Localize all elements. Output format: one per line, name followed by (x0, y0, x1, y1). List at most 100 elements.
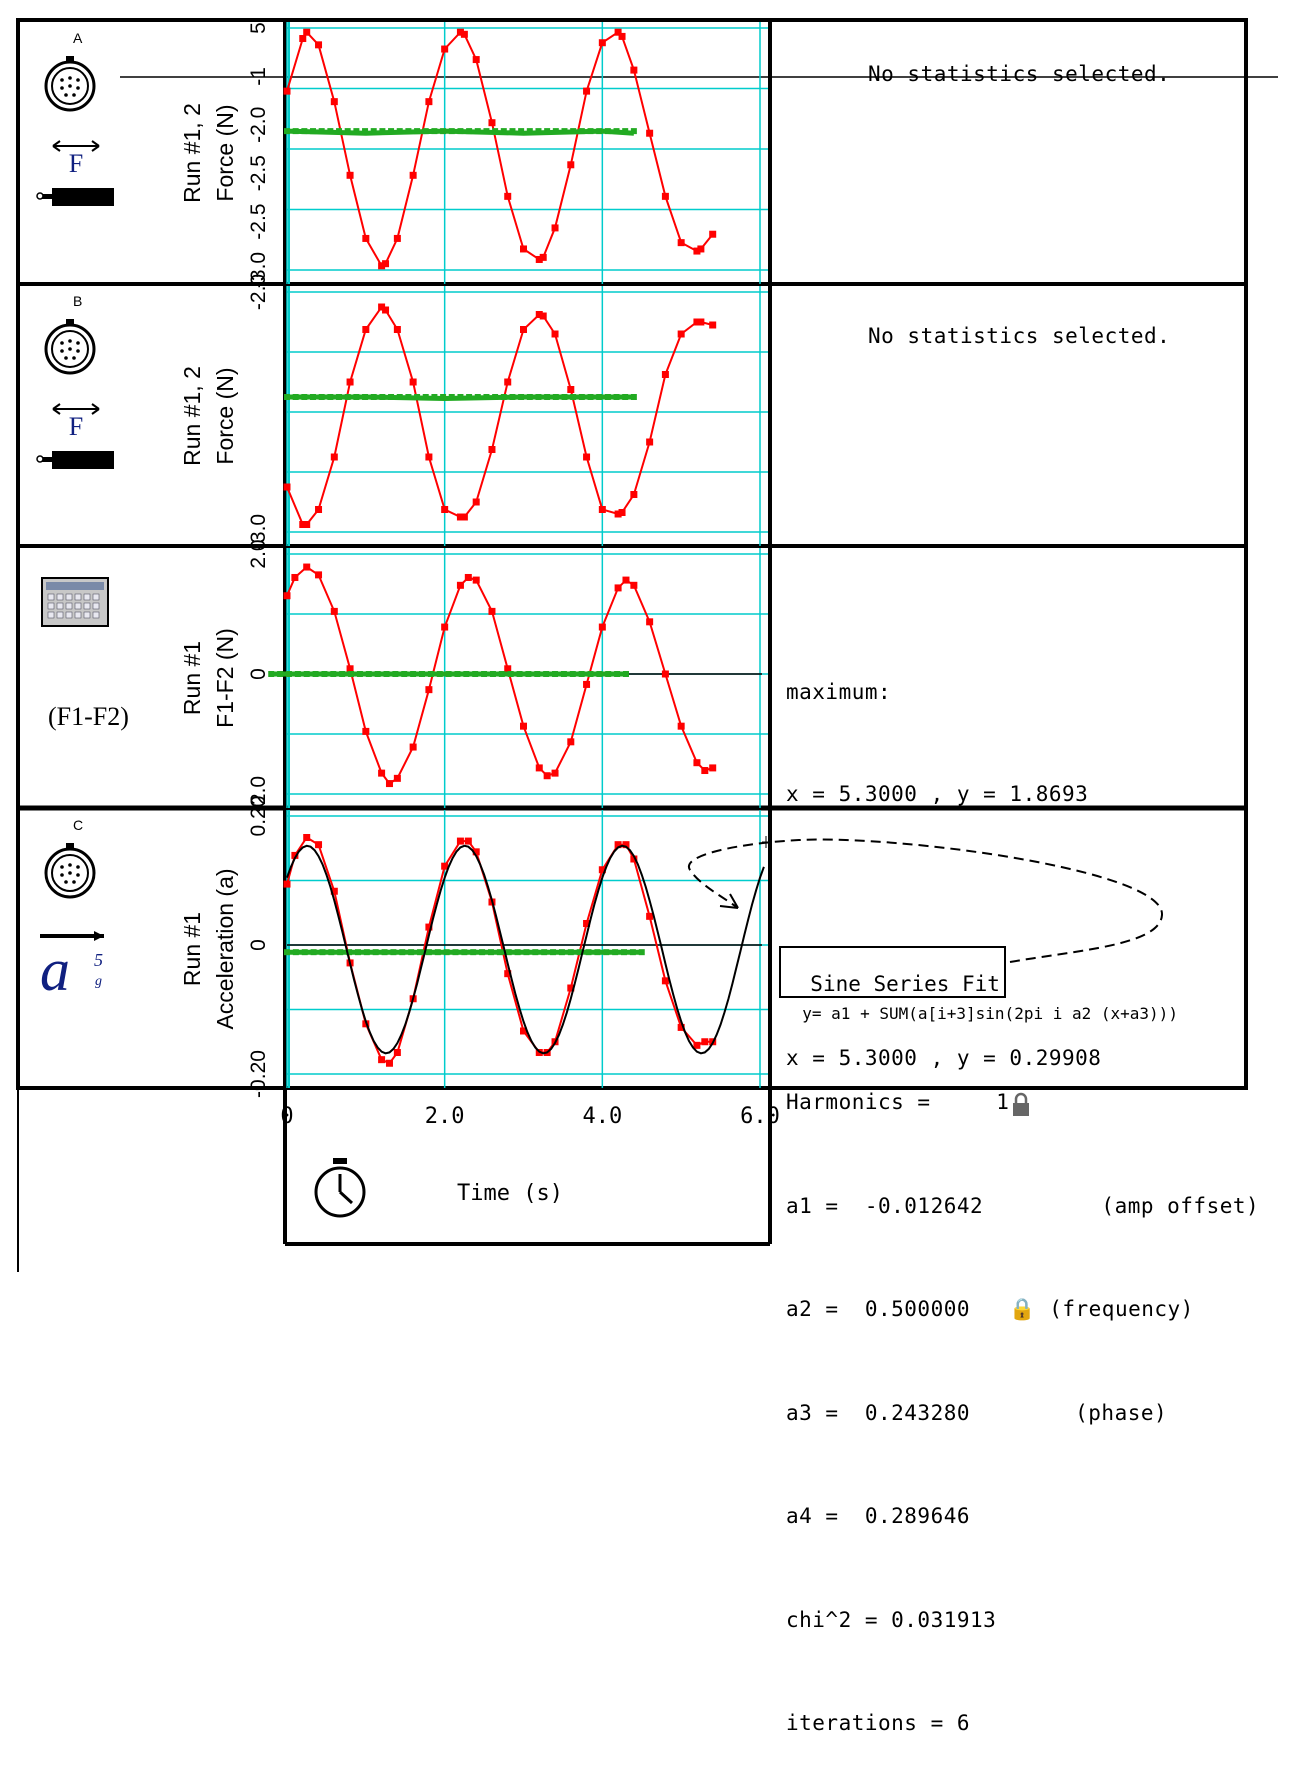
data-point (520, 326, 527, 333)
data-point (661, 192, 669, 200)
reference-point (552, 671, 559, 677)
data-point (393, 326, 401, 333)
data-point (539, 253, 547, 261)
reference-point (509, 394, 516, 400)
reference-point (405, 128, 412, 135)
reference-point (474, 128, 481, 135)
reference-point (381, 949, 388, 956)
sine-series-fit-box[interactable]: Sine Series Fit (779, 946, 1006, 998)
data-point (535, 255, 543, 263)
data-point (382, 260, 390, 268)
reference-point (594, 949, 601, 956)
data-point (697, 245, 705, 253)
data-point (425, 686, 433, 694)
x-tick-label: 6.0 (740, 1104, 780, 1129)
force-sensor-icon: F (36, 140, 114, 206)
reference-point (321, 671, 328, 677)
data-point (472, 56, 480, 64)
reference-point (318, 394, 325, 400)
data-point (330, 98, 338, 106)
y-tick-label: -2.0 (247, 776, 270, 812)
reference-point (388, 394, 395, 400)
reference-point (434, 949, 441, 956)
data-point (291, 851, 299, 859)
annotation-dashed-path (687, 838, 1164, 963)
reference-point (489, 671, 496, 677)
reference-point (414, 394, 421, 400)
port-c-connector-icon (44, 843, 96, 899)
reference-point (561, 394, 568, 400)
reference-point (401, 671, 408, 677)
data-point (614, 584, 622, 592)
data-point (622, 576, 630, 584)
data-point (598, 39, 606, 47)
y-tick-label: 0 (247, 939, 270, 951)
reference-point (370, 128, 377, 135)
reference-point (422, 128, 429, 135)
data-point (472, 576, 480, 584)
data-point (709, 764, 717, 772)
reference-point (587, 671, 594, 677)
reference-point (613, 128, 620, 135)
data-point (630, 581, 638, 589)
data-point (567, 161, 575, 169)
data-point (535, 311, 543, 318)
reference-point (561, 128, 568, 135)
reference-point (448, 128, 455, 135)
reference-point (431, 128, 438, 135)
data-point (472, 848, 480, 856)
data-point (646, 129, 654, 137)
y-tick-label: 0.20 (247, 796, 270, 837)
data-point (378, 1056, 386, 1064)
data-point (697, 318, 705, 326)
reference-point (578, 394, 585, 400)
data-point (283, 87, 291, 95)
reference-point (532, 949, 539, 956)
reference-point (383, 671, 390, 677)
reference-point (327, 394, 334, 400)
data-point (488, 119, 496, 127)
y-tick-label: -2.0 (247, 274, 270, 310)
data-point (543, 772, 551, 780)
reference-point (362, 128, 369, 135)
data-point (393, 234, 401, 242)
reference-point (518, 394, 525, 400)
reference-point (558, 949, 565, 956)
data-point (693, 759, 701, 767)
reference-point (622, 128, 629, 135)
reference-point (417, 949, 424, 956)
reference-point (292, 394, 299, 400)
reference-point (356, 671, 363, 677)
data-point (441, 45, 449, 53)
data-point (677, 330, 685, 338)
data-point (393, 1049, 401, 1056)
data-point (614, 28, 622, 36)
reference-point (604, 394, 611, 400)
data-point (520, 1027, 527, 1035)
a1-line: a1 = -0.012642 (amp offset) (786, 1193, 1260, 1218)
reference-point (292, 949, 299, 956)
data-point (488, 446, 496, 453)
reference-point (535, 394, 542, 400)
data-point (464, 837, 472, 845)
reference-point (587, 128, 594, 135)
calculator-icon (41, 577, 109, 627)
data-point (460, 30, 468, 38)
reference-point (292, 128, 299, 135)
reference-point (312, 671, 319, 677)
reference-point (379, 128, 386, 135)
reference-point (284, 128, 290, 135)
reference-point (344, 394, 351, 400)
reference-point (461, 949, 468, 956)
reference-point (443, 949, 450, 956)
reference-point (585, 949, 592, 956)
reference-point (328, 949, 335, 956)
data-point (299, 35, 307, 43)
x-tick-label: 2.0 (425, 1104, 465, 1129)
chi-squared-line: chi^2 = 0.031913 (786, 1607, 997, 1632)
reference-point (303, 671, 310, 677)
reference-point (344, 128, 351, 135)
